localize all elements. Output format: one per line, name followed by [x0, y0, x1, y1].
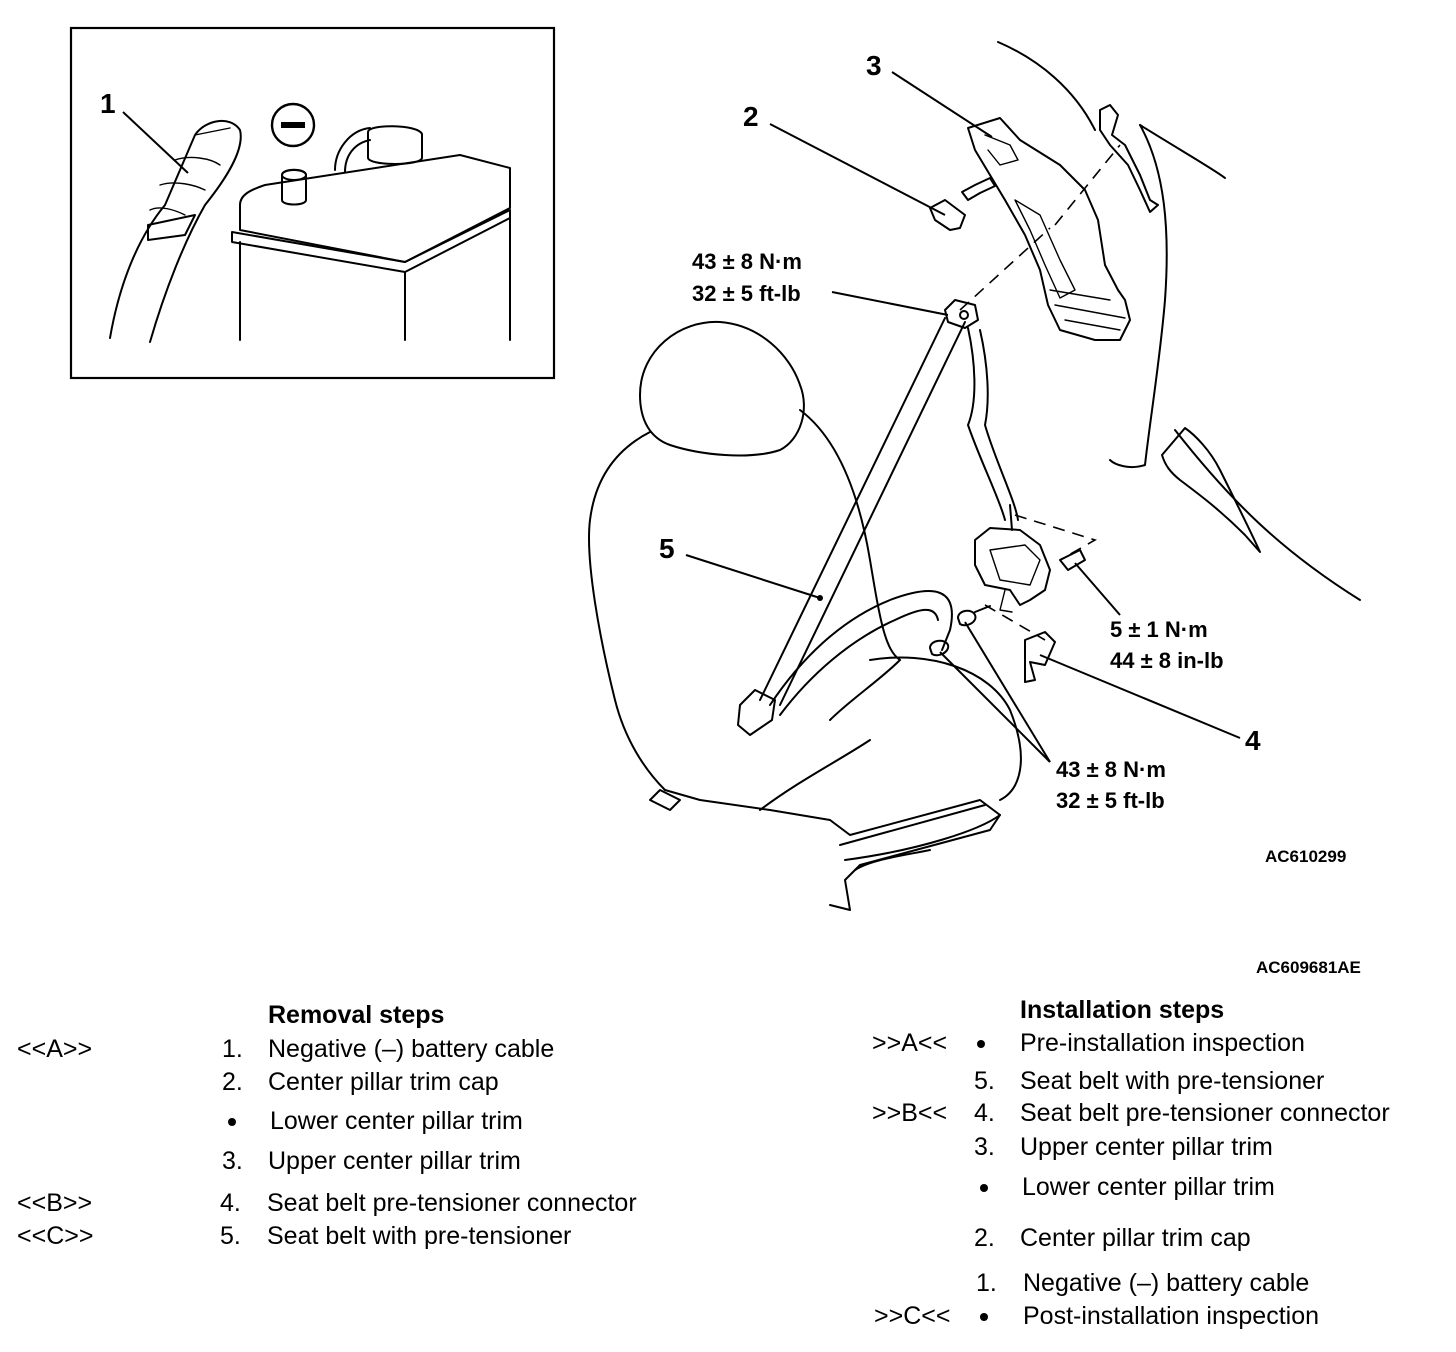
- bullet-icon: [980, 1313, 988, 1322]
- removal-steps: Removal steps <<A>> 1. Negative (–) batt…: [0, 1000, 720, 1260]
- step-label: Seat belt with pre-tensioner: [267, 1222, 572, 1250]
- torque-retractor-metric: 5 ± 1 N·m: [1110, 617, 1208, 642]
- step-bullet: [970, 1304, 988, 1329]
- step-number: 2.: [974, 1224, 995, 1252]
- installation-title: Installation steps: [1020, 996, 1225, 1024]
- step-tag: <<A>>: [17, 1035, 93, 1063]
- step-label: Post-installation inspection: [1023, 1302, 1319, 1330]
- step-label: Lower center pillar trim: [1022, 1173, 1275, 1201]
- step-number: 4.: [974, 1099, 995, 1127]
- step-number: 1.: [976, 1269, 997, 1297]
- battery-inset: 1: [69, 26, 556, 380]
- step-label: Center pillar trim cap: [268, 1068, 499, 1096]
- bullet-icon: [228, 1118, 236, 1127]
- step-number: 5.: [974, 1067, 995, 1095]
- torque-lower-metric: 43 ± 8 N·m: [1056, 757, 1166, 782]
- seat-belt-diagram: 1: [69, 26, 1361, 911]
- step-label: Seat belt pre-tensioner connector: [267, 1189, 637, 1217]
- step-label: Upper center pillar trim: [268, 1147, 521, 1175]
- installation-steps: Installation steps >>A<< Pre-installatio…: [860, 995, 1456, 1345]
- step-bullet: [967, 1031, 985, 1056]
- main-drawing: 3 2 5 4 43 ± 8 N·m 32 ± 5 ft-lb 5 ± 1 N·…: [588, 41, 1361, 911]
- step-bullet: [970, 1175, 988, 1200]
- step-label: Lower center pillar trim: [270, 1107, 523, 1135]
- step-label: Negative (–) battery cable: [268, 1035, 555, 1063]
- callout-4: 4: [1245, 725, 1261, 756]
- step-tag: <<C>>: [17, 1222, 94, 1250]
- callout-3: 3: [866, 50, 882, 81]
- step-number: 4.: [220, 1189, 241, 1217]
- figure-code-main: AC610299: [1265, 847, 1346, 866]
- torque-retractor-imperial: 44 ± 8 in-lb: [1110, 648, 1224, 673]
- step-number: 3.: [974, 1133, 995, 1161]
- step-number: 5.: [220, 1222, 241, 1250]
- torque-upper-imperial: 32 ± 5 ft-lb: [692, 281, 801, 306]
- step-tag: <<B>>: [17, 1189, 93, 1217]
- step-number: 1.: [222, 1035, 243, 1063]
- step-label: Seat belt with pre-tensioner: [1020, 1067, 1325, 1095]
- step-number: 3.: [222, 1147, 243, 1175]
- callout-2: 2: [743, 101, 759, 132]
- torque-upper-metric: 43 ± 8 N·m: [692, 249, 802, 274]
- step-tag: >>A<<: [872, 1029, 948, 1057]
- step-number: 2.: [222, 1068, 243, 1096]
- step-bullet: [218, 1109, 236, 1134]
- inset-callout-1: 1: [100, 88, 116, 119]
- step-label: Center pillar trim cap: [1020, 1224, 1251, 1252]
- bullet-icon: [977, 1040, 985, 1049]
- step-label: Upper center pillar trim: [1020, 1133, 1273, 1161]
- step-tag: >>C<<: [874, 1302, 951, 1330]
- torque-lower-imperial: 32 ± 5 ft-lb: [1056, 788, 1165, 813]
- step-label: Seat belt pre-tensioner connector: [1020, 1099, 1390, 1127]
- step-label: Pre-installation inspection: [1020, 1029, 1305, 1057]
- figure-code-overall-html: AC609681AE: [1256, 958, 1361, 977]
- step-label: Negative (–) battery cable: [1023, 1269, 1310, 1297]
- removal-title: Removal steps: [268, 1001, 445, 1029]
- bullet-icon: [980, 1184, 988, 1193]
- callout-5: 5: [659, 533, 675, 564]
- step-tag: >>B<<: [872, 1099, 948, 1127]
